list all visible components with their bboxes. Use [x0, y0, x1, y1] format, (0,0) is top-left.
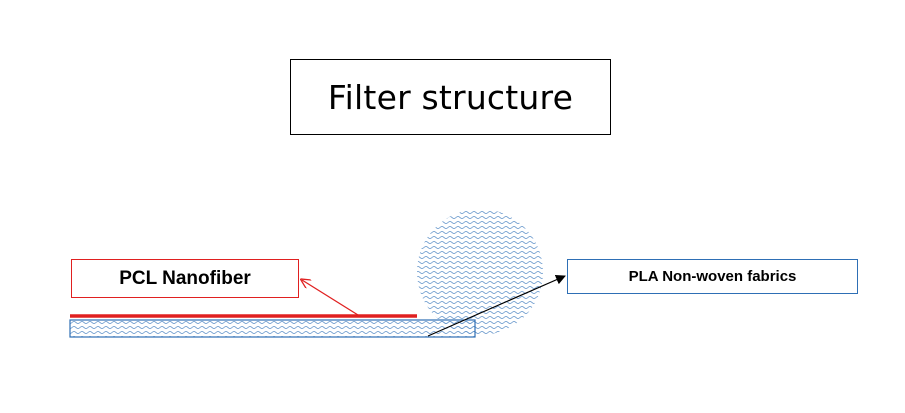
pcl-nanofiber-label-box: PCL Nanofiber	[71, 259, 299, 298]
pla-nonwoven-label: PLA Non-woven fabrics	[628, 268, 797, 285]
nonwoven-layer	[69, 319, 476, 338]
pcl-arrow	[302, 280, 359, 316]
pla-arrow	[427, 275, 566, 337]
nonwoven-roll	[417, 209, 543, 335]
pcl-nanofiber-label: PCL Nanofiber	[119, 267, 251, 289]
diagram-title: Filter structure	[327, 77, 574, 117]
pla-nonwoven-label-box: PLA Non-woven fabrics	[567, 259, 858, 294]
title-box: Filter structure	[290, 59, 611, 135]
